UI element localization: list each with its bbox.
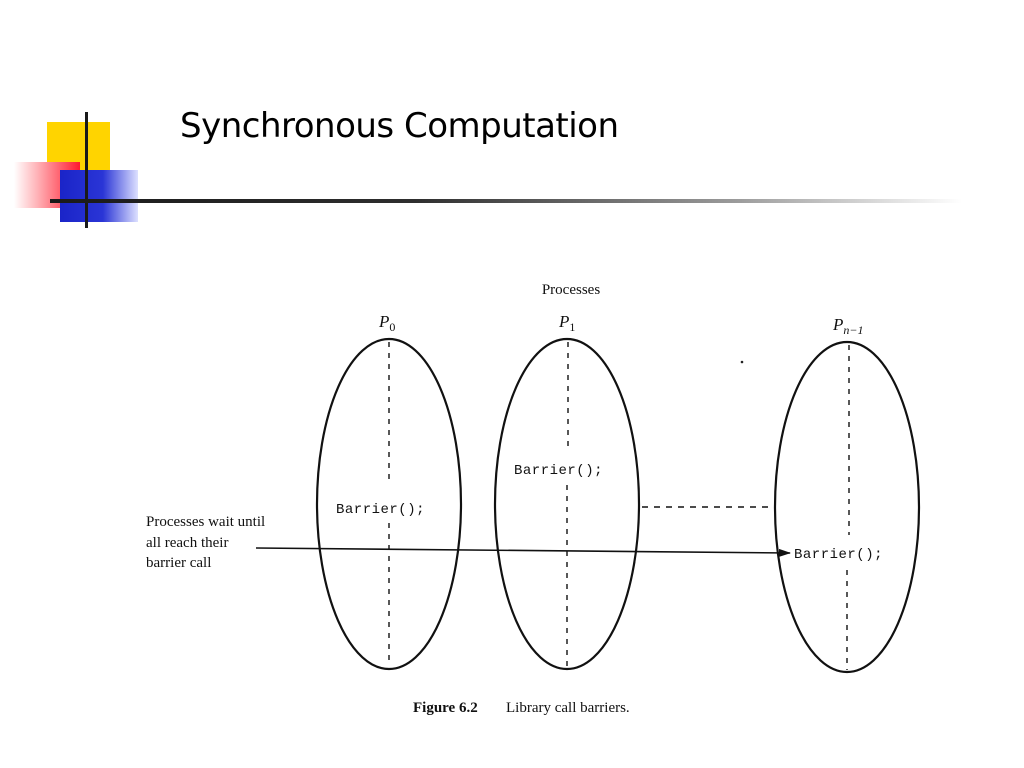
figure-caption-label: Figure 6.2 <box>413 700 478 716</box>
annotation-line-2: all reach their <box>146 535 228 551</box>
title-decoration-blue-square <box>60 170 138 222</box>
barrier-call-p1: Barrier(); <box>514 463 603 479</box>
process-ellipse-p1 <box>493 337 641 671</box>
annotation-line-1: Processes wait until <box>146 514 265 530</box>
process-ellipse-p0 <box>315 337 463 671</box>
process-label-p1: P1 <box>558 312 575 334</box>
barrier-call-pn-1: Barrier(); <box>794 547 883 563</box>
slide-title: Synchronous Computation <box>180 106 619 146</box>
process-label-pn-1: Pn−1 <box>832 315 864 337</box>
figure-caption-text: Library call barriers. <box>506 700 630 716</box>
processes-header: Processes <box>542 282 600 298</box>
process-ellipse-pn-1 <box>773 340 921 674</box>
barrier-wait-arrow <box>255 547 791 557</box>
scan-speck <box>740 360 744 364</box>
title-underline <box>50 199 962 203</box>
process-label-p0: P0 <box>378 312 395 334</box>
title-decoration-vertical-line <box>85 112 88 228</box>
annotation-line-3: barrier call <box>146 555 211 571</box>
barrier-call-p0: Barrier(); <box>336 502 425 518</box>
